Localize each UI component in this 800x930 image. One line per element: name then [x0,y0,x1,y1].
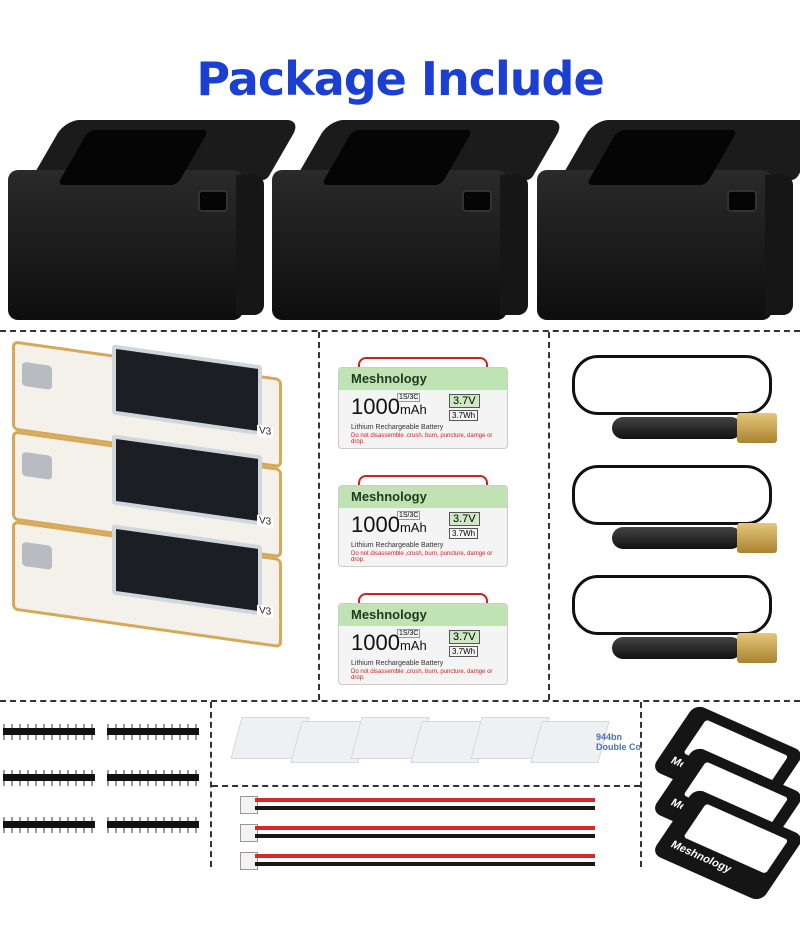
antenna [572,355,792,465]
battery-voltage: 3.7V [449,630,480,644]
battery-warning: Do not disassemble ,crush, burn, punctur… [351,551,493,563]
pin-header [107,817,199,833]
battery-capacity: 1000mAh [351,512,427,538]
battery-energy: 3.7Wh [449,410,479,421]
enclosure-case [272,120,566,320]
pin-header [107,770,199,786]
battery-capacity: 1000mAh [351,394,427,420]
pin-header [3,770,95,786]
battery-description: Lithium Rechargeable Battery [351,542,444,549]
enclosure-case [537,120,800,320]
battery-brand: Meshnology [351,489,427,504]
pin-header [3,817,95,833]
battery-label-band [339,604,507,626]
divider [0,700,800,702]
pin-header [3,724,95,740]
battery-voltage: 3.7V [449,512,480,526]
battery-warning: Do not disassemble ,crush, burn, punctur… [351,669,493,681]
capacity-unit: mAh [399,402,427,417]
antenna [572,575,792,685]
divider [640,702,642,867]
jst-cable [240,824,600,842]
pin-header [107,724,199,740]
battery-rating: 1S/3C [397,629,421,638]
capacity-value: 1000 [351,512,400,537]
divider [212,785,640,787]
battery-label-band [339,486,507,508]
battery-rating: 1S/3C [397,511,421,520]
battery-energy: 3.7Wh [449,646,479,657]
divider [318,332,320,700]
battery-description: Lithium Rechargeable Battery [351,660,444,667]
capacity-unit: mAh [399,520,427,535]
battery-warning: Do not disassemble ,crush, burn, punctur… [351,433,493,445]
battery-brand: Meshnology [351,371,427,386]
board-version-label: V3 [257,604,274,619]
capacity-value: 1000 [351,394,400,419]
tape-text: Double Co [596,742,641,752]
divider [548,332,550,700]
enclosure-case [8,120,302,320]
jst-cable [240,852,600,870]
battery-capacity: 1000mAh [351,630,427,656]
battery-description: Lithium Rechargeable Battery [351,424,444,431]
board-version-label: V3 [257,514,274,529]
page-title: Package Include [196,52,604,106]
battery-energy: 3.7Wh [449,528,479,539]
battery-brand: Meshnology [351,607,427,622]
battery-voltage: 3.7V [449,394,480,408]
board-version-label: V3 [257,424,274,439]
divider [210,702,212,867]
divider [0,330,800,332]
jst-cable [240,796,600,814]
antenna [572,465,792,575]
tape-text: 944bn [596,732,623,742]
battery-label-band [339,368,507,390]
battery-rating: 1S/3C [397,393,421,402]
capacity-unit: mAh [399,638,427,653]
capacity-value: 1000 [351,630,400,655]
